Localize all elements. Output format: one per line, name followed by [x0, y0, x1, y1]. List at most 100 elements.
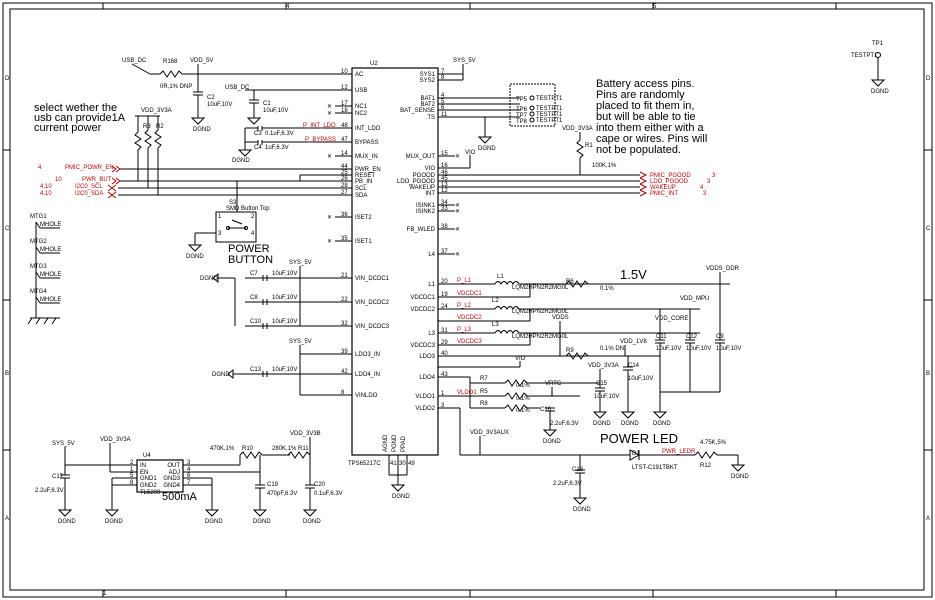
u2-pin-num: 33: [441, 206, 448, 212]
c19-val: 470pF,6.3V: [267, 491, 297, 497]
vldo1-label: VLDO1: [457, 390, 477, 396]
power-button-label-2: BUTTON: [228, 254, 273, 266]
c1-val: 10uF,10V: [263, 108, 288, 114]
c4-ref: C4: [254, 145, 262, 151]
dgnd-s3: DGND: [186, 254, 204, 260]
s3-val: SMD Button Top: [226, 206, 270, 212]
svg-text:cape or wires. Pins will: cape or wires. Pins will: [596, 133, 707, 145]
mtg-val: MHOLE: [40, 272, 61, 278]
u2-pin-num: 35: [341, 236, 348, 242]
i2c0-scl-label: I2C0_SCL: [75, 184, 103, 190]
p-l3-label: P_L3: [457, 327, 472, 333]
c15-val: 10uF,10V: [594, 394, 619, 400]
sys-5v-label-2: SYS_5V: [289, 339, 312, 345]
u2-pin-num: 38: [441, 224, 448, 230]
svg-text:4: 4: [251, 231, 255, 237]
u2-pin-num: 8: [341, 390, 345, 396]
offsheet-pgood: 3: [712, 173, 716, 179]
border-b-left: B: [5, 371, 9, 377]
l3-inductor: [494, 330, 520, 334]
ldo-pgood-label: LDO_PGOOD: [650, 179, 689, 185]
u2-pin-num: 17: [341, 101, 348, 107]
u2-part: TPS65217C: [348, 461, 381, 467]
u2-pin-num: 36: [341, 212, 348, 218]
c16-val: 2.2uF,6.3V: [550, 421, 579, 427]
u4-pin-name: IN: [140, 463, 146, 469]
svg-text:select wether the: select wether the: [34, 102, 117, 114]
tp1-val: TESTPT1: [851, 53, 878, 59]
u2-pin-num: 20: [441, 279, 448, 285]
c10-val: 10uF,10V: [272, 319, 297, 325]
dgnd-tp1: DGND: [871, 89, 889, 95]
u2-pin-num: 39: [341, 349, 348, 355]
u2-pin-name: SDA: [355, 193, 367, 199]
mtg-val: MHOLE: [40, 297, 61, 303]
u2-pin-name: VIO: [425, 166, 436, 172]
u4-section: SYS_5V VDD_3V3A C17 2.2uF,6.3V DGND DGND…: [35, 431, 343, 525]
r9-val: 0.1% DNI: [600, 346, 626, 352]
border-a-left: A: [5, 516, 9, 522]
pwr-but-label: PWR_BUT: [82, 177, 112, 183]
ma500-label: 500mA: [162, 491, 198, 503]
pmic-int-label: PMIC_INT: [650, 191, 678, 197]
vdcdc3-label: VDCDC3: [457, 339, 482, 345]
u2-bottom-pin-name: PPAD: [401, 435, 407, 452]
c12-val: 10uF,10V: [686, 346, 711, 352]
u2-pin-name: ISET2: [355, 215, 372, 221]
dgnd-u4a: DGND: [105, 519, 123, 525]
u2-pin-name: RESET: [355, 173, 375, 179]
u2-pin-num: 44: [341, 164, 348, 170]
u2-pin-name: PGOOD: [413, 173, 436, 179]
dgnd-out: DGND: [653, 421, 671, 427]
r1-resistor: [576, 139, 584, 159]
border-a-right: A: [926, 516, 930, 522]
vdcdc2-label: VDCDC2: [457, 315, 482, 321]
v15-label: 1.5V: [620, 267, 647, 282]
vdd-3v3aux-label: VDD_3V3AUX: [470, 430, 509, 436]
c9-ref: C9: [716, 334, 724, 340]
vdd-3v3a-label: VDD_3V3A: [141, 108, 172, 114]
u2-pin-num: 46: [441, 170, 448, 176]
sys-5v-label-1: SYS_5V: [289, 260, 312, 266]
r10-val: 470K,1%: [210, 446, 235, 452]
border-c-left: C: [5, 226, 10, 232]
r3-resistor: [154, 129, 162, 149]
svg-text:✕: ✕: [455, 227, 460, 233]
u2-pin-name: LDO4: [419, 375, 435, 381]
battery-note: Battery access pins. Pins are randomly p…: [596, 78, 707, 156]
dgnd-led: DGND: [731, 474, 749, 480]
dgnd-c2: DGND: [193, 127, 211, 133]
u2-pin-name: VDCDC1: [410, 295, 435, 301]
mtg-ref: MTG2: [30, 239, 47, 245]
u2-pin-num: 16: [441, 163, 448, 169]
u2-pin-num: 43: [441, 372, 448, 378]
tp1-testpoint: TP1 TESTPT1 DGND: [851, 41, 889, 95]
svg-text:Battery access pins.: Battery access pins.: [596, 78, 694, 90]
mtg-val: MHOLE: [40, 247, 61, 253]
u2-pin-name: LDO3: [419, 354, 435, 360]
dgnd-c13: DGND: [212, 372, 230, 378]
mtg-ref: MTG4: [30, 289, 47, 295]
svg-text:✕: ✕: [455, 209, 460, 215]
u2-pin-name: BYPASS: [355, 140, 379, 146]
u4-pin-num: 7: [187, 480, 191, 486]
svg-text:TESTPT1: TESTPT1: [536, 106, 563, 112]
svg-text:3: 3: [218, 231, 222, 237]
u4-ref: U4: [143, 453, 151, 459]
u2-pin-num: 34: [441, 200, 448, 206]
c11-ref: C11: [656, 334, 667, 340]
u2-pin-num: 32: [341, 321, 348, 327]
svg-text:usb can provide1A: usb can provide1A: [34, 112, 126, 124]
svg-text:TESTPT1: TESTPT1: [536, 118, 563, 124]
dgnd-c16: DGND: [543, 439, 561, 445]
vrtc-label: VRTC: [545, 381, 562, 387]
sys-5v-u4: SYS_5V: [52, 441, 75, 447]
dgnd-u2: DGND: [392, 494, 410, 500]
border-1: 1: [103, 591, 107, 597]
r8-ref: R8: [480, 401, 488, 407]
svg-text:TESTPT1: TESTPT1: [536, 112, 563, 118]
frame-ticks: [3, 3, 932, 597]
